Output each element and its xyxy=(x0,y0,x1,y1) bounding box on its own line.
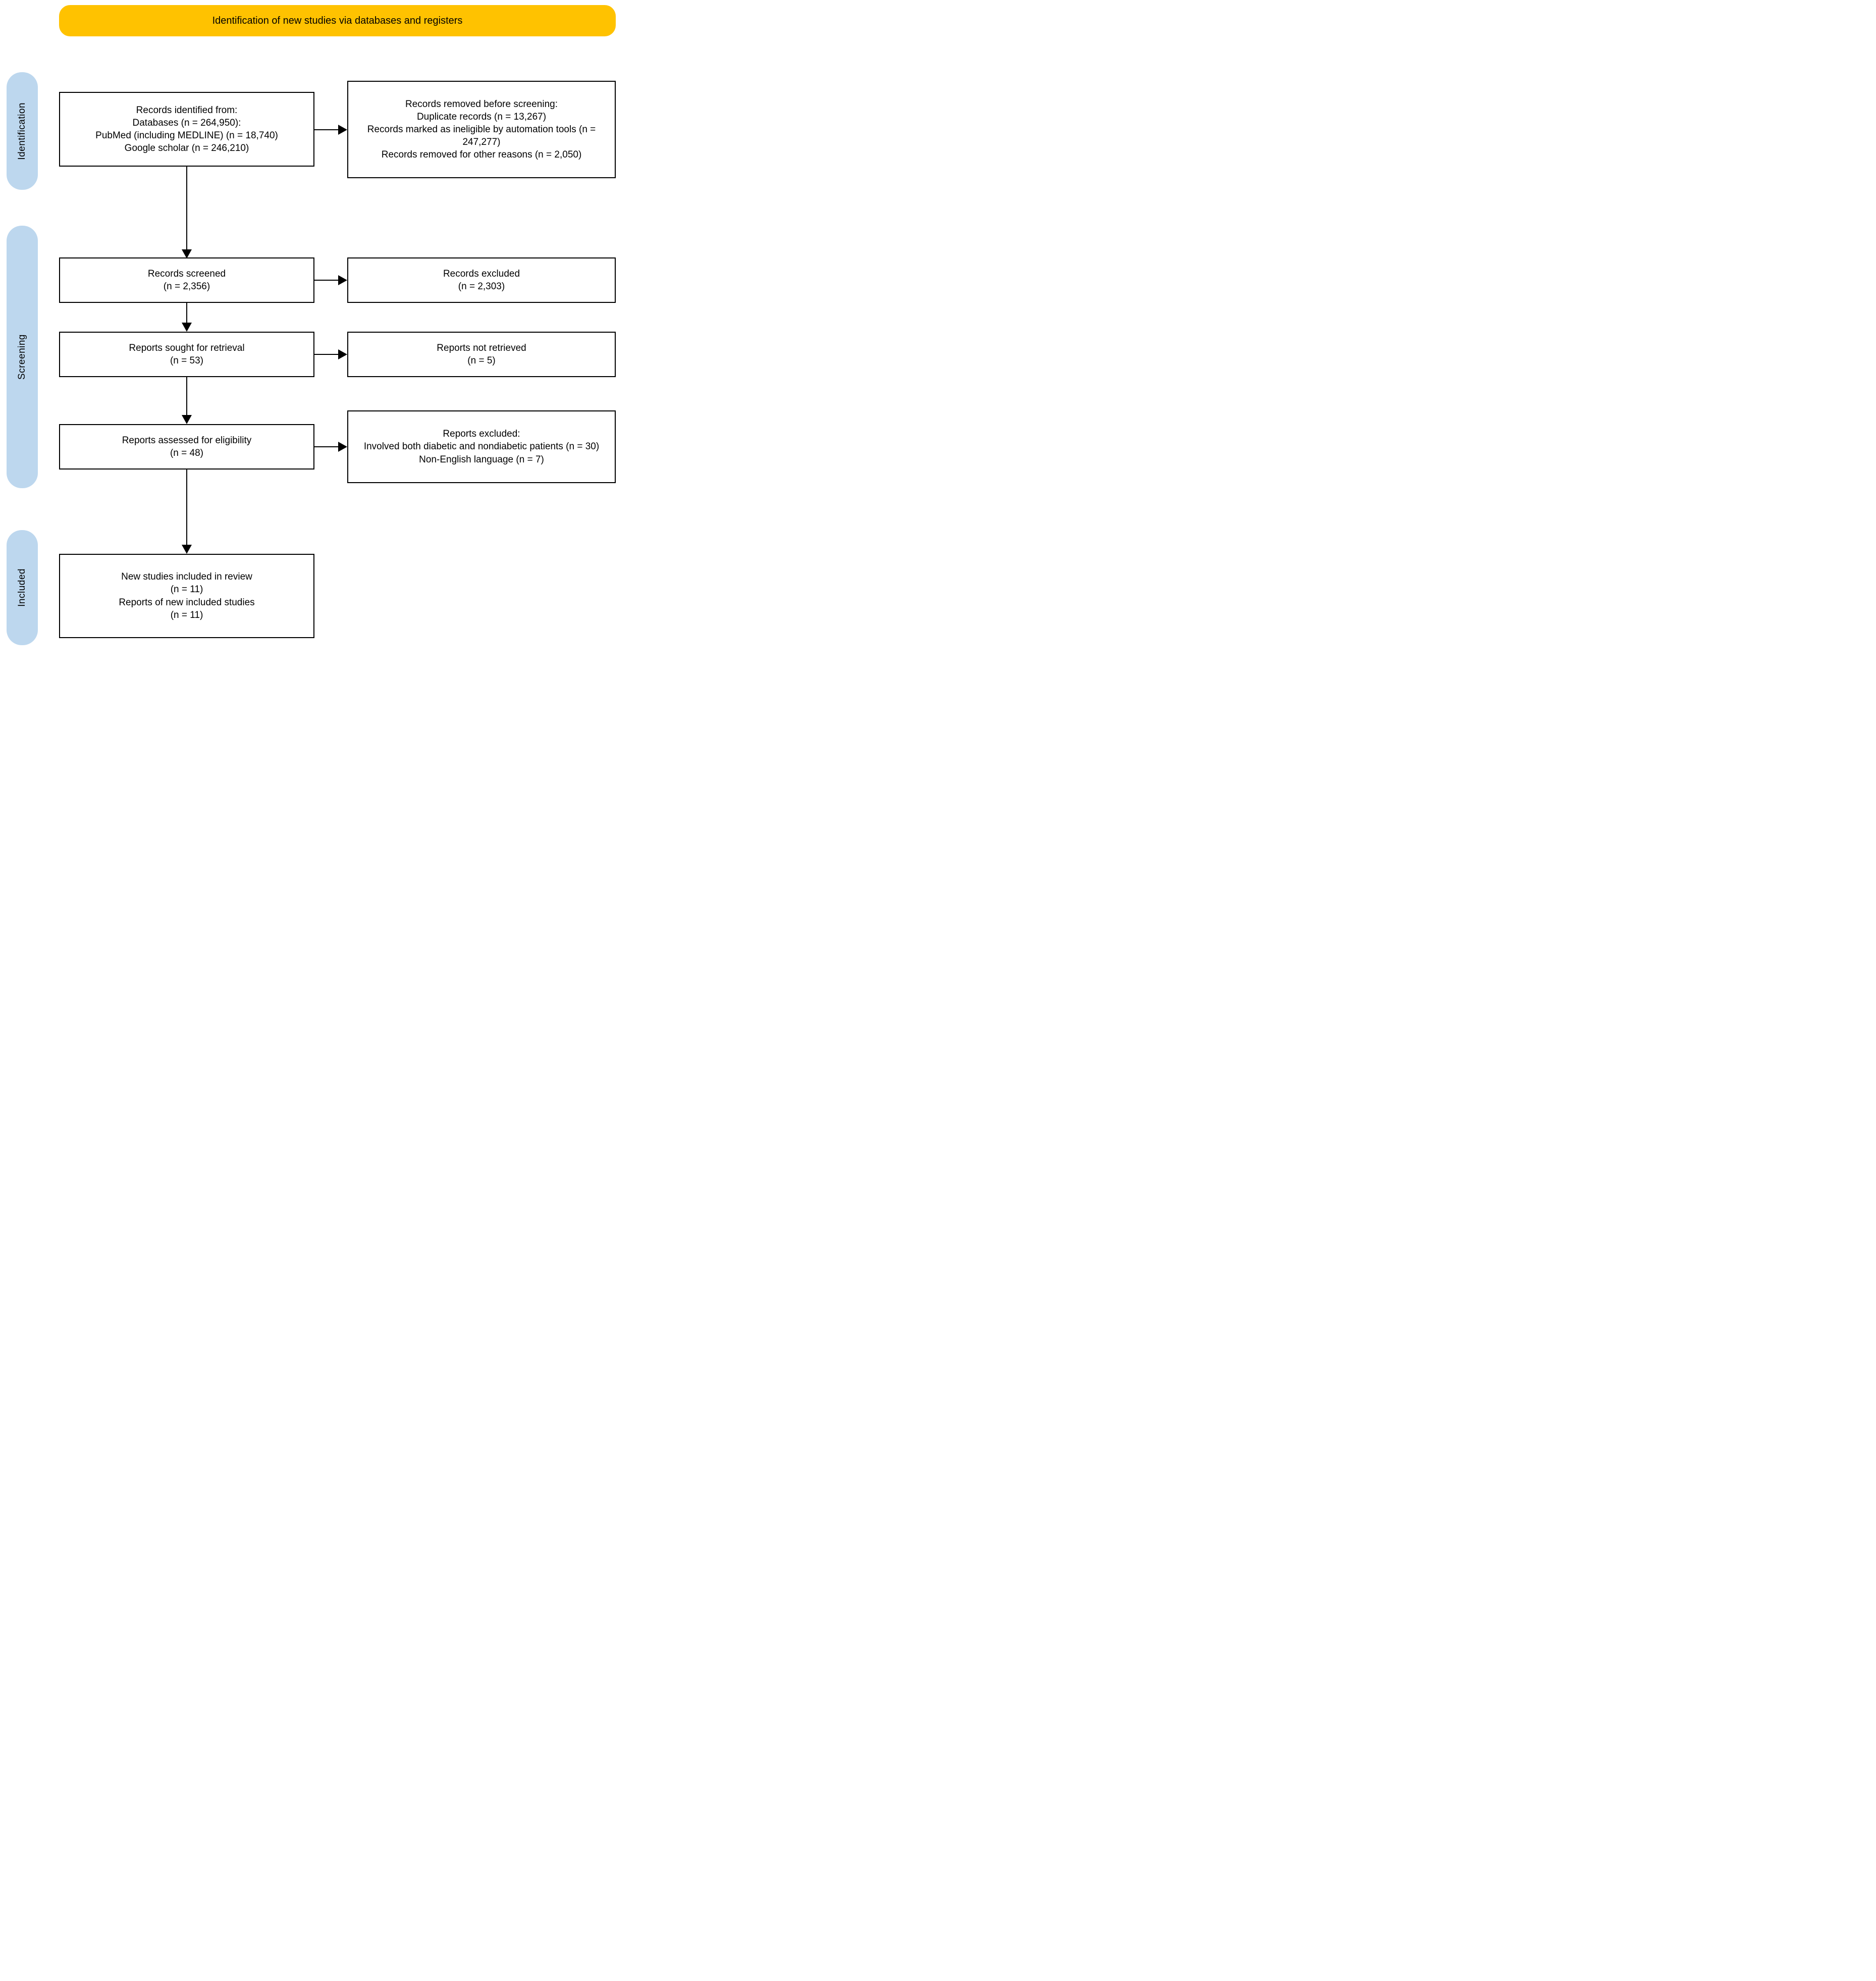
reports-excluded-box: Reports excluded: Involved both diabetic… xyxy=(347,410,616,483)
reports-excluded-line: Reports excluded: xyxy=(443,429,520,440)
arrow-line-assessed-to-included xyxy=(186,470,187,545)
records-removed-line: Records removed for other reasons (n = 2… xyxy=(381,149,582,161)
arrow-line-identified-to-removed xyxy=(314,129,338,130)
arrow-line-sought-to-assessed xyxy=(186,377,187,415)
banner: Identification of new studies via databa… xyxy=(59,5,616,36)
reports-not-retrieved-line: Reports not retrieved xyxy=(437,342,526,353)
reports-not-retrieved-line: (n = 5) xyxy=(467,355,496,366)
reports-excluded-line: Non-English language (n = 7) xyxy=(419,454,544,465)
reports-sought-line: Reports sought for retrieval xyxy=(129,342,245,353)
records-screened-box: Records screened (n = 2,356) xyxy=(59,257,314,303)
reports-assessed-line: (n = 48) xyxy=(170,448,203,458)
new-studies-included-line: (n = 11) xyxy=(170,584,203,595)
new-studies-included-line: New studies included in review xyxy=(121,571,252,583)
records-removed-line: Records removed before screening: xyxy=(405,98,558,110)
records-excluded-box: Records excluded (n = 2,303) xyxy=(347,257,616,303)
records-identified-line: Google scholar (n = 246,210) xyxy=(124,143,249,154)
records-excluded-line: Records excluded xyxy=(443,268,520,279)
reports-sought-line: (n = 53) xyxy=(170,355,203,366)
arrow-head-sought-to-not-retrieved xyxy=(338,349,347,359)
records-removed-line: Records marked as ineligible by automati… xyxy=(367,124,596,148)
records-screened-line: (n = 2,356) xyxy=(163,281,210,292)
banner-title: Identification of new studies via databa… xyxy=(212,15,463,26)
arrow-line-screened-to-sought xyxy=(186,303,187,323)
records-excluded-line: (n = 2,303) xyxy=(458,281,505,292)
reports-excluded-line: Involved both diabetic and nondiabetic p… xyxy=(363,441,600,452)
reports-not-retrieved-box: Reports not retrieved (n = 5) xyxy=(347,332,616,377)
records-identified-line: Databases (n = 264,950): xyxy=(132,117,241,128)
records-identified-line: Records identified from: xyxy=(136,105,238,116)
records-removed-box: Records removed before screening: Duplic… xyxy=(347,81,616,178)
records-identified-line: PubMed (including MEDLINE) (n = 18,740) xyxy=(95,130,278,141)
records-screened-line: Records screened xyxy=(147,268,226,279)
records-identified-box: Records identified from: Databases (n = … xyxy=(59,92,314,167)
new-studies-included-box: New studies included in review (n = 11) … xyxy=(59,554,314,638)
arrow-line-assessed-to-excluded xyxy=(314,446,338,447)
new-studies-included-line: (n = 11) xyxy=(170,609,203,620)
arrow-head-assessed-to-excluded xyxy=(338,442,347,452)
records-removed-line: Duplicate records (n = 13,267) xyxy=(416,111,547,122)
arrow-head-screened-to-excluded xyxy=(338,275,347,285)
stage-screening-label: Screening xyxy=(17,334,27,380)
prisma-flow-diagram: Identification of new studies via databa… xyxy=(0,0,625,660)
arrow-head-sought-to-assessed xyxy=(182,415,192,424)
reports-assessed-box: Reports assessed for eligibility (n = 48… xyxy=(59,424,314,470)
stage-identification-label: Identification xyxy=(17,102,27,160)
stage-included-label: Included xyxy=(17,568,27,607)
stage-identification: Identification xyxy=(7,72,38,190)
arrow-head-assessed-to-included xyxy=(182,545,192,554)
arrow-head-screened-to-sought xyxy=(182,323,192,332)
new-studies-included-line: Reports of new included studies xyxy=(119,597,255,608)
arrow-head-identified-to-screened xyxy=(182,249,192,258)
reports-assessed-line: Reports assessed for eligibility xyxy=(122,435,252,446)
arrow-line-identified-to-screened xyxy=(186,167,187,249)
arrow-head-identified-to-removed xyxy=(338,125,347,135)
stage-included: Included xyxy=(7,530,38,645)
reports-sought-box: Reports sought for retrieval (n = 53) xyxy=(59,332,314,377)
arrow-line-screened-to-excluded xyxy=(314,280,338,281)
stage-screening: Screening xyxy=(7,226,38,488)
arrow-line-sought-to-not-retrieved xyxy=(314,354,338,355)
